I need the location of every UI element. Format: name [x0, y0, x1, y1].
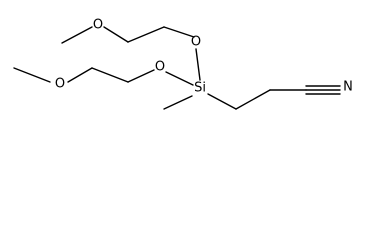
structure-drawing: O O O O Si N [13, 18, 353, 110]
atom-o-bottom-ether: O [55, 77, 65, 92]
atom-o-bottom-si: O [155, 60, 165, 75]
bond-si-methyl [163, 95, 193, 110]
atom-nitrile-nitrogen: N [343, 80, 353, 95]
bond-top-ethylene [127, 26, 165, 43]
bond-bottom-methyl [13, 67, 51, 83]
atom-o-top-si: O [191, 35, 201, 50]
atom-silicon: Si [194, 81, 206, 96]
bond-ch2-ch2 [235, 89, 271, 110]
molecule-diagram: O O O O Si N [13, 17, 353, 110]
bond-o-top-si [195, 48, 201, 81]
bond-o-bottom-si [165, 71, 194, 86]
bond-top-c-o2 [163, 26, 195, 38]
atom-o-top-ether: O [93, 18, 103, 33]
bond-si-ch2 [207, 93, 237, 110]
bond-bottom-c-o2 [127, 69, 155, 83]
bond-bottom-o1-c [67, 67, 93, 83]
bond-bottom-ethylene [91, 67, 129, 83]
bond-top-o1-c [103, 26, 129, 43]
bond-top-methyl [61, 26, 93, 44]
